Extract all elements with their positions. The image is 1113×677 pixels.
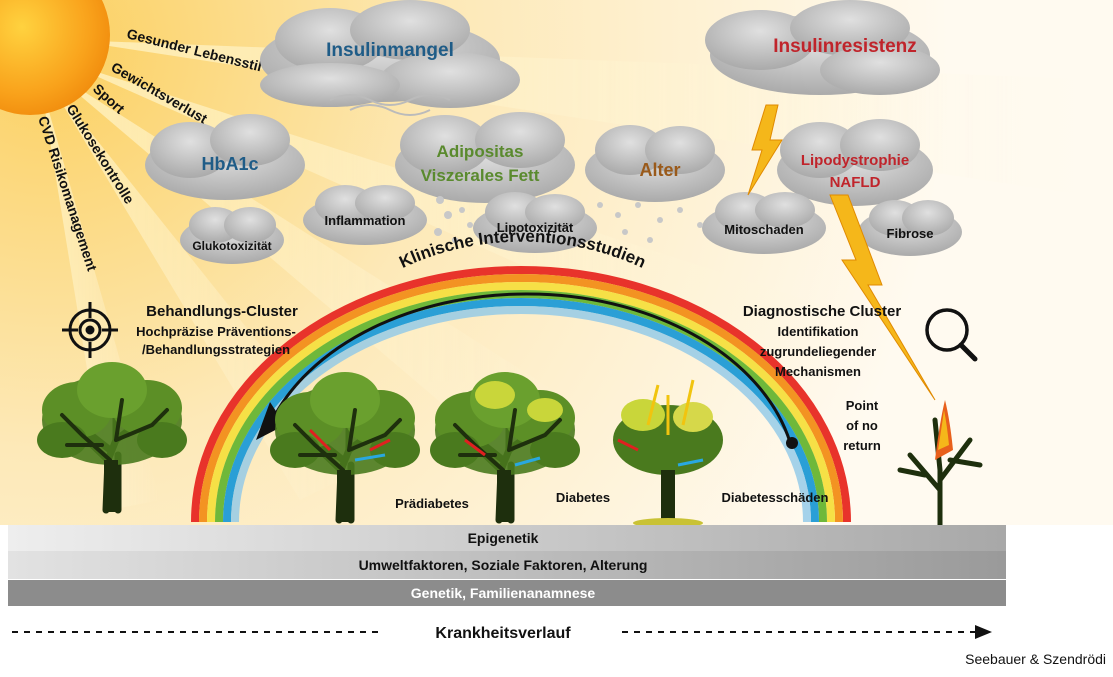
lightning-icon	[829, 194, 936, 401]
target-icon	[62, 302, 118, 358]
cloud-mitoschaden: Mitoschaden	[702, 192, 826, 254]
treatment-cluster-line1: Hochpräzise Präventions-	[136, 324, 296, 339]
cloud-label-fibrose: Fibrose	[887, 226, 934, 241]
cloud-label-adipositas-2: Viszerales Fett	[421, 166, 540, 185]
treatment-cluster-line2: /Behandlungsstrategien	[142, 342, 290, 357]
arrow-head-icon	[256, 402, 285, 440]
cloud-label-lipodystrophie-1: Lipodystrophie	[801, 152, 909, 169]
diagnostic-cluster-line3: Mechanismen	[775, 364, 861, 379]
cloud-hba1c: HbA1c	[145, 114, 305, 200]
lightning-icon	[747, 104, 783, 196]
sun-icon	[0, 0, 110, 115]
band-label-epigenetik: Epigenetik	[468, 530, 539, 546]
treatment-cluster-title: Behandlungs-Cluster	[146, 303, 298, 320]
cloud-label-insulinmangel: Insulinmangel	[326, 40, 454, 61]
intervention-arrow	[268, 292, 792, 443]
cloud-label-insulinresistenz: Insulinresistenz	[773, 36, 917, 57]
tree-diabetes	[430, 372, 580, 522]
cloud-insulinmangel: Insulinmangel	[260, 0, 520, 108]
smoke-swirls	[329, 94, 451, 116]
magnifier-icon	[925, 308, 978, 362]
point-no-return-1: Point	[846, 398, 879, 413]
diagnostic-cluster-title: Diagnostische Cluster	[743, 303, 902, 320]
cloud-label-lipodystrophie-2: NAFLD	[830, 174, 881, 191]
diagnostic-cluster-line2: zugrundeliegender	[760, 344, 876, 359]
cloud-label-mitoschaden: Mitoschaden	[724, 222, 804, 237]
cloud-label-inflammation: Inflammation	[325, 213, 406, 228]
cloud-label-adipositas-1: Adipositas	[437, 142, 524, 161]
band-umwelt	[8, 551, 1006, 579]
band-epigenetik	[8, 525, 1006, 551]
tree-dead	[897, 400, 983, 528]
stage-label-diabetesschaeden: Diabetesschäden	[722, 490, 829, 505]
tree-praediabetes	[270, 372, 420, 522]
band-genetik	[8, 580, 1006, 606]
diagnostic-cluster-line1: Identifikation	[778, 324, 859, 339]
droplets	[434, 196, 703, 243]
stage-label-praediabetes: Prädiabetes	[395, 496, 469, 511]
cloud-fibrose: Fibrose	[858, 200, 962, 256]
cloud-insulinresistenz: Insulinresistenz	[705, 0, 940, 95]
cloud-label-alter: Alter	[639, 160, 680, 180]
cloud-label-lipotoxizitaet: Lipotoxizität	[497, 220, 574, 235]
cloud-lipodystrophie: Lipodystrophie NAFLD	[777, 119, 933, 206]
band-label-genetik: Genetik, Familienanamnese	[411, 585, 596, 601]
timeline-label: Krankheitsverlauf	[435, 625, 571, 642]
cloud-adipositas: Adipositas Viszerales Fett	[395, 112, 575, 203]
cloud-lipotoxizitaet: Lipotoxizität	[473, 192, 597, 253]
cloud-glukotoxizitaet: Glukotoxizität	[180, 207, 284, 264]
point-no-return-2: of no	[846, 418, 878, 433]
point-no-return-3: return	[843, 438, 881, 453]
arrow-right-icon	[975, 625, 992, 639]
cloud-alter: Alter	[585, 125, 725, 202]
cloud-label-glukotoxizitaet: Glukotoxizität	[192, 239, 271, 253]
cloud-inflammation: Inflammation	[303, 185, 427, 245]
band-label-umwelt: Umweltfaktoren, Soziale Faktoren, Alteru…	[359, 557, 648, 573]
stage-label-diabetes: Diabetes	[556, 490, 610, 505]
credit: Seebauer & Szendrödi	[965, 651, 1106, 667]
arrow-start-dot	[786, 437, 798, 449]
cloud-label-hba1c: HbA1c	[201, 154, 258, 174]
